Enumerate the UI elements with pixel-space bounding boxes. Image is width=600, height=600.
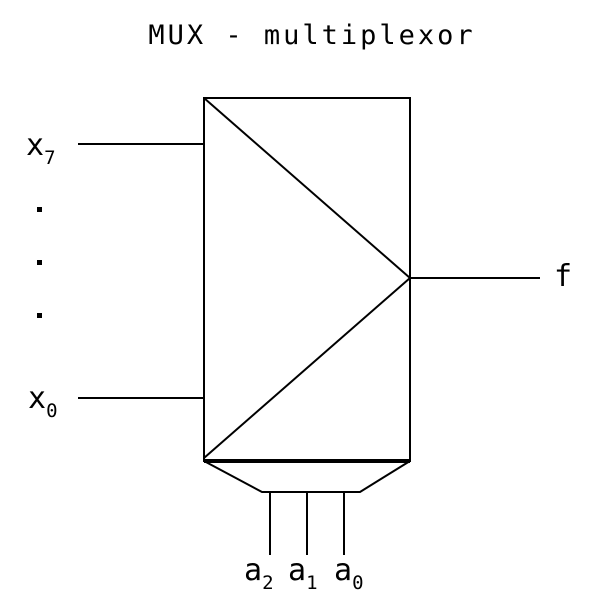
- select-label-a1-base: a: [288, 553, 306, 588]
- ellipsis-dot: [37, 313, 42, 318]
- input-label-x7: x7: [26, 128, 56, 169]
- diagram-title: MUX - multiplexor: [148, 20, 475, 51]
- select-label-a2: a2: [244, 553, 274, 594]
- mux-upper-diagonal: [203, 97, 411, 279]
- select-label-a2-index: 2: [262, 572, 273, 594]
- ellipsis-dot: [37, 207, 42, 212]
- ellipsis-dot: [37, 260, 42, 265]
- output-label: f: [554, 259, 572, 294]
- input-label-x0-base: x: [28, 381, 46, 416]
- select-label-a1: a1: [288, 553, 318, 594]
- input-label-x0: x0: [28, 381, 58, 422]
- input-label-x7-base: x: [26, 128, 44, 163]
- select-label-a0: a0: [334, 553, 364, 594]
- select-label-a1-index: 1: [306, 572, 317, 594]
- select-label-a0-index: 0: [352, 572, 363, 594]
- select-label-a2-base: a: [244, 553, 262, 588]
- input-label-x7-index: 7: [44, 147, 55, 169]
- mux-lower-diagonal: [203, 277, 411, 459]
- input-label-x0-index: 0: [46, 400, 57, 422]
- mux-body: [203, 97, 411, 462]
- select-decoder: [203, 460, 411, 493]
- select-label-a0-base: a: [334, 553, 352, 588]
